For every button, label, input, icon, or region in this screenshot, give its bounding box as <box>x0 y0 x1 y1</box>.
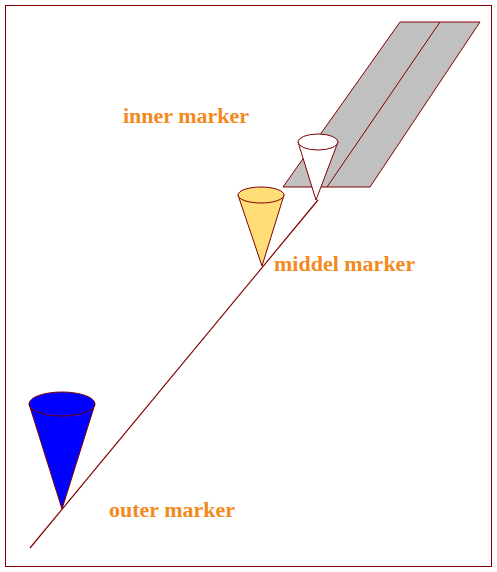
frame <box>6 6 492 567</box>
outer-marker-cone <box>29 404 95 509</box>
inner-marker-cone-top <box>298 134 338 150</box>
marker-label: outer marker <box>109 498 235 522</box>
outer-marker-cone-top <box>29 392 95 416</box>
middle-marker-cone-top <box>238 187 284 203</box>
marker-label: middel marker <box>274 252 415 276</box>
runway-centerline <box>327 22 440 187</box>
marker-label: inner marker <box>123 104 249 128</box>
inner-marker-cone <box>298 142 338 200</box>
